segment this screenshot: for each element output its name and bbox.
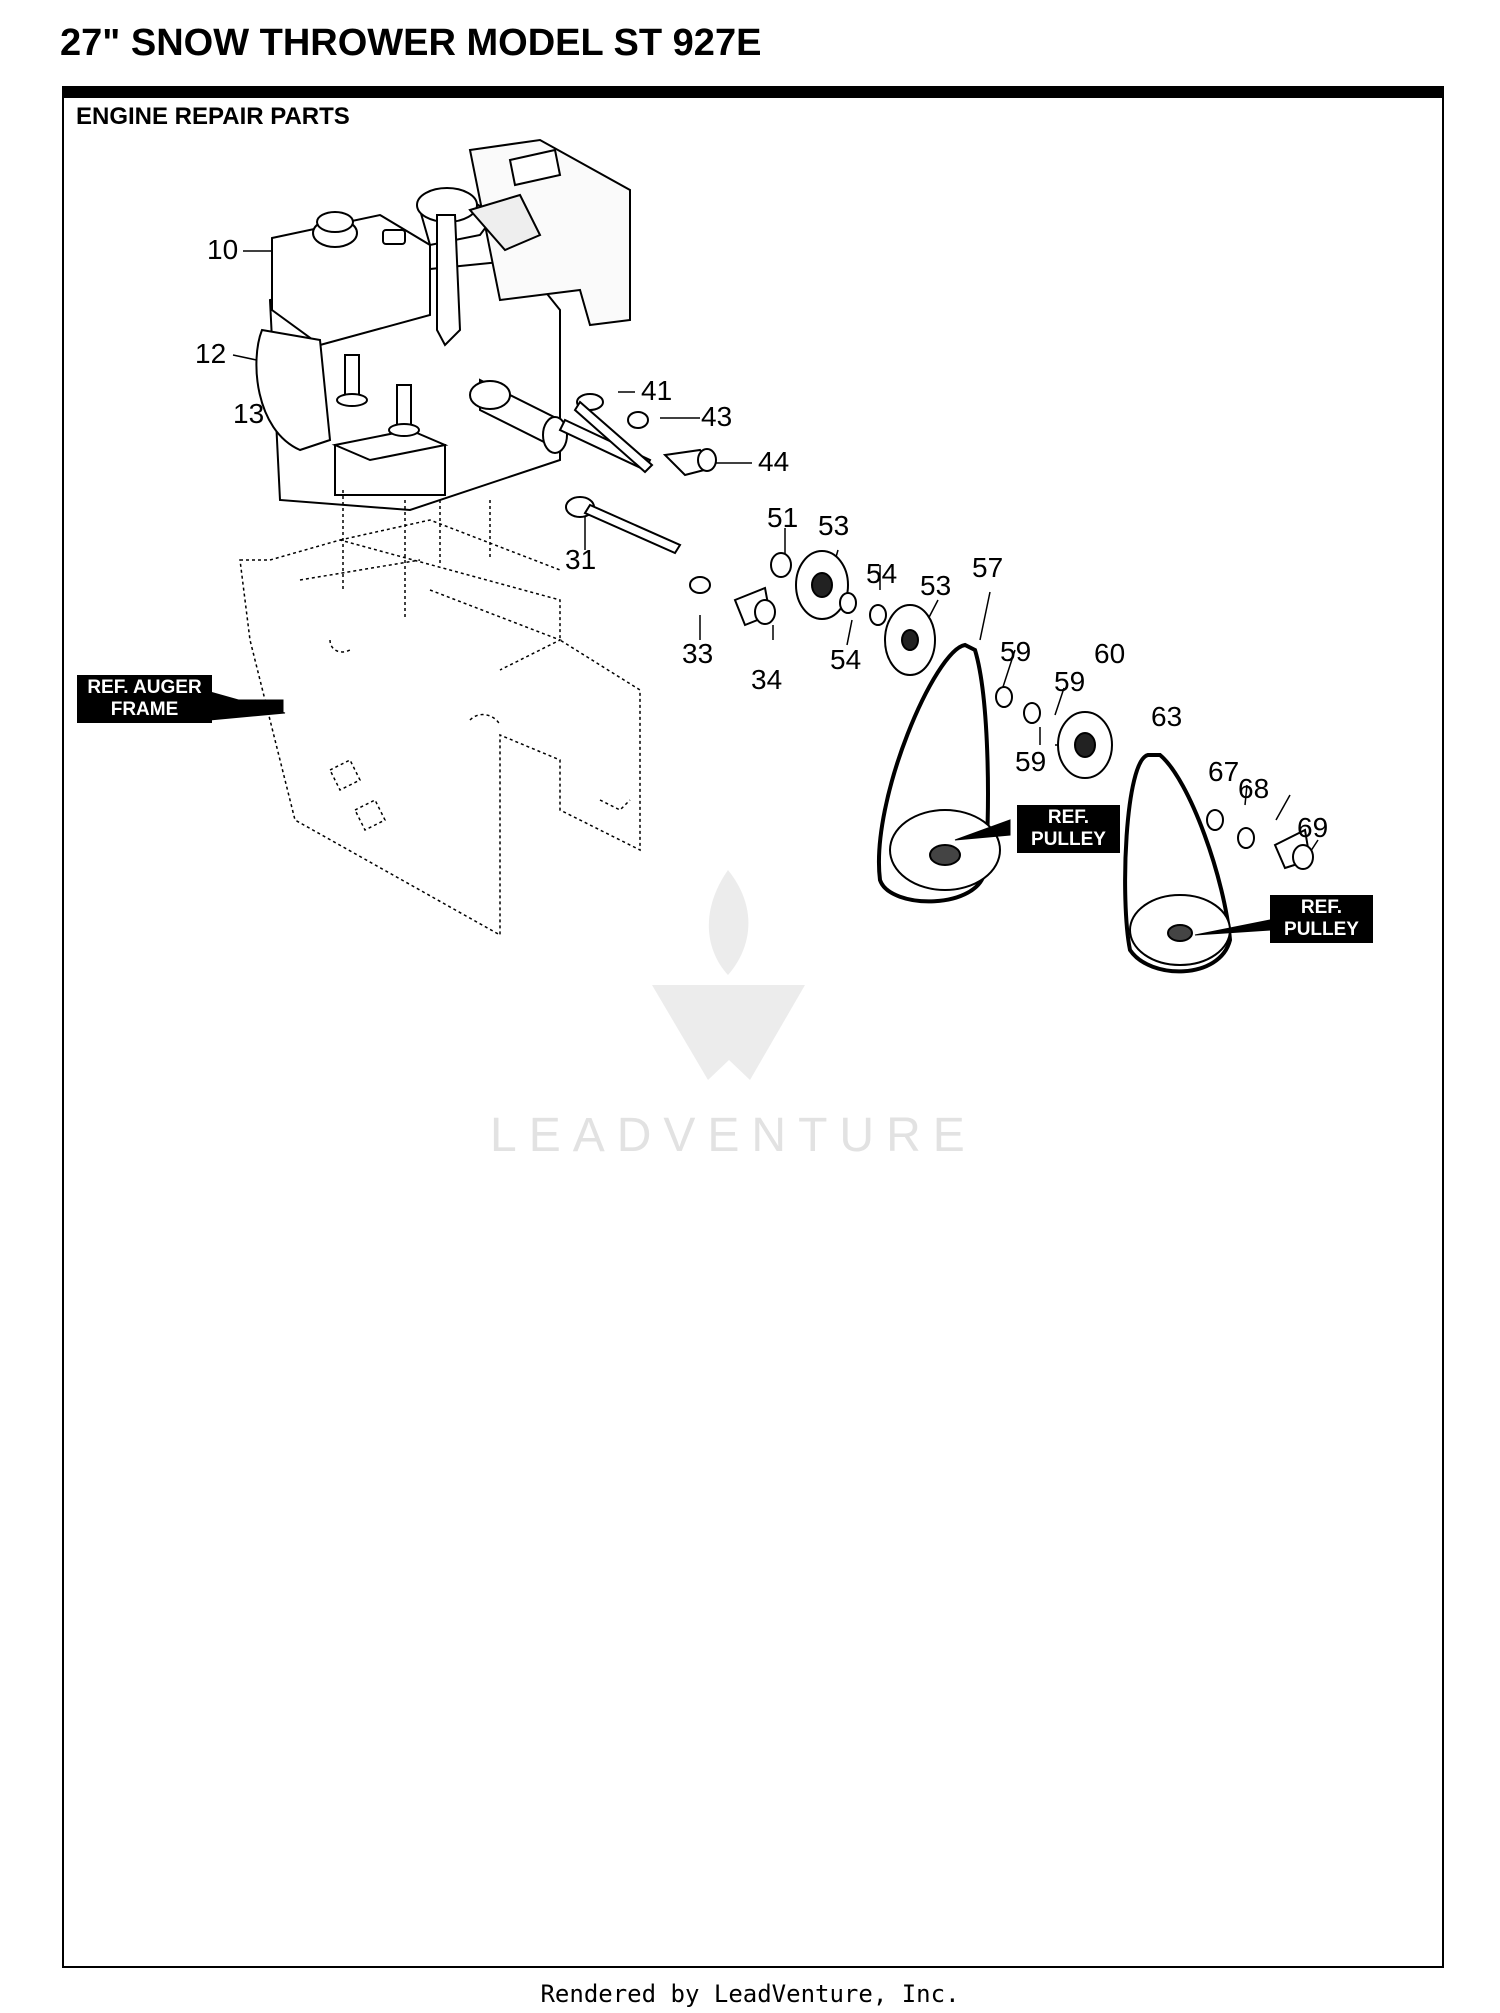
- callout-34: 34: [751, 664, 783, 695]
- footer-credit: Rendered by LeadVenture, Inc.: [540, 1980, 960, 2008]
- callout-60: 60: [1094, 638, 1126, 669]
- section-title: ENGINE REPAIR PARTS: [76, 103, 350, 130]
- callout-44: 44: [758, 446, 790, 477]
- callout-54b: 54: [830, 644, 862, 675]
- ref-pulley-2-line1: REF.: [1300, 897, 1343, 918]
- callout-53b: 53: [920, 570, 952, 601]
- callout-59b: 59: [1054, 666, 1086, 697]
- ref-auger-frame-label: REF. AUGER FRAME: [77, 675, 212, 723]
- callout-43: 43: [701, 401, 733, 432]
- engine-assembly: [255, 138, 631, 512]
- ref-pulley-1-line1: REF.: [1047, 807, 1090, 828]
- callout-57: 57: [972, 552, 1004, 583]
- callout-12: 12: [195, 338, 227, 369]
- ref-pulley-2-line2: PULLEY: [1284, 919, 1359, 940]
- reference-arrows: [209, 691, 1271, 936]
- watermark-logo: [652, 870, 805, 1080]
- ref-pulley-label-1: REF. PULLEY: [1017, 805, 1120, 853]
- callout-68: 68: [1238, 773, 1270, 804]
- callout-53a: 53: [818, 510, 850, 541]
- callout-51: 51: [767, 502, 799, 533]
- callout-59a: 59: [1000, 636, 1032, 667]
- callout-59c: 59: [1015, 746, 1047, 777]
- page-title: 27" SNOW THROWER MODEL ST 927E: [60, 22, 762, 64]
- auger-frame-reference: [239, 490, 641, 937]
- ref-pulley-label-2: REF. PULLEY: [1270, 895, 1373, 943]
- watermark-text: LEADVENTURE: [490, 1109, 977, 1162]
- callout-31: 31: [565, 544, 597, 575]
- callout-41: 41: [641, 375, 673, 406]
- callout-67: 67: [1208, 756, 1240, 787]
- callout-54a: 54: [866, 558, 898, 589]
- ref-auger-frame-line1: REF. AUGER: [87, 677, 202, 698]
- callout-10: 10: [207, 234, 239, 265]
- callout-69: 69: [1297, 812, 1329, 843]
- diagram-frame: [62, 86, 1444, 1968]
- ref-pulley-1-line2: PULLEY: [1031, 829, 1106, 850]
- ref-auger-frame-line2: FRAME: [110, 699, 179, 720]
- pulleys-and-belts: [770, 550, 1314, 974]
- shaft-and-pins: [558, 393, 776, 627]
- callout-63: 63: [1151, 701, 1183, 732]
- callout-33: 33: [682, 638, 714, 669]
- callout-13: 13: [233, 398, 265, 429]
